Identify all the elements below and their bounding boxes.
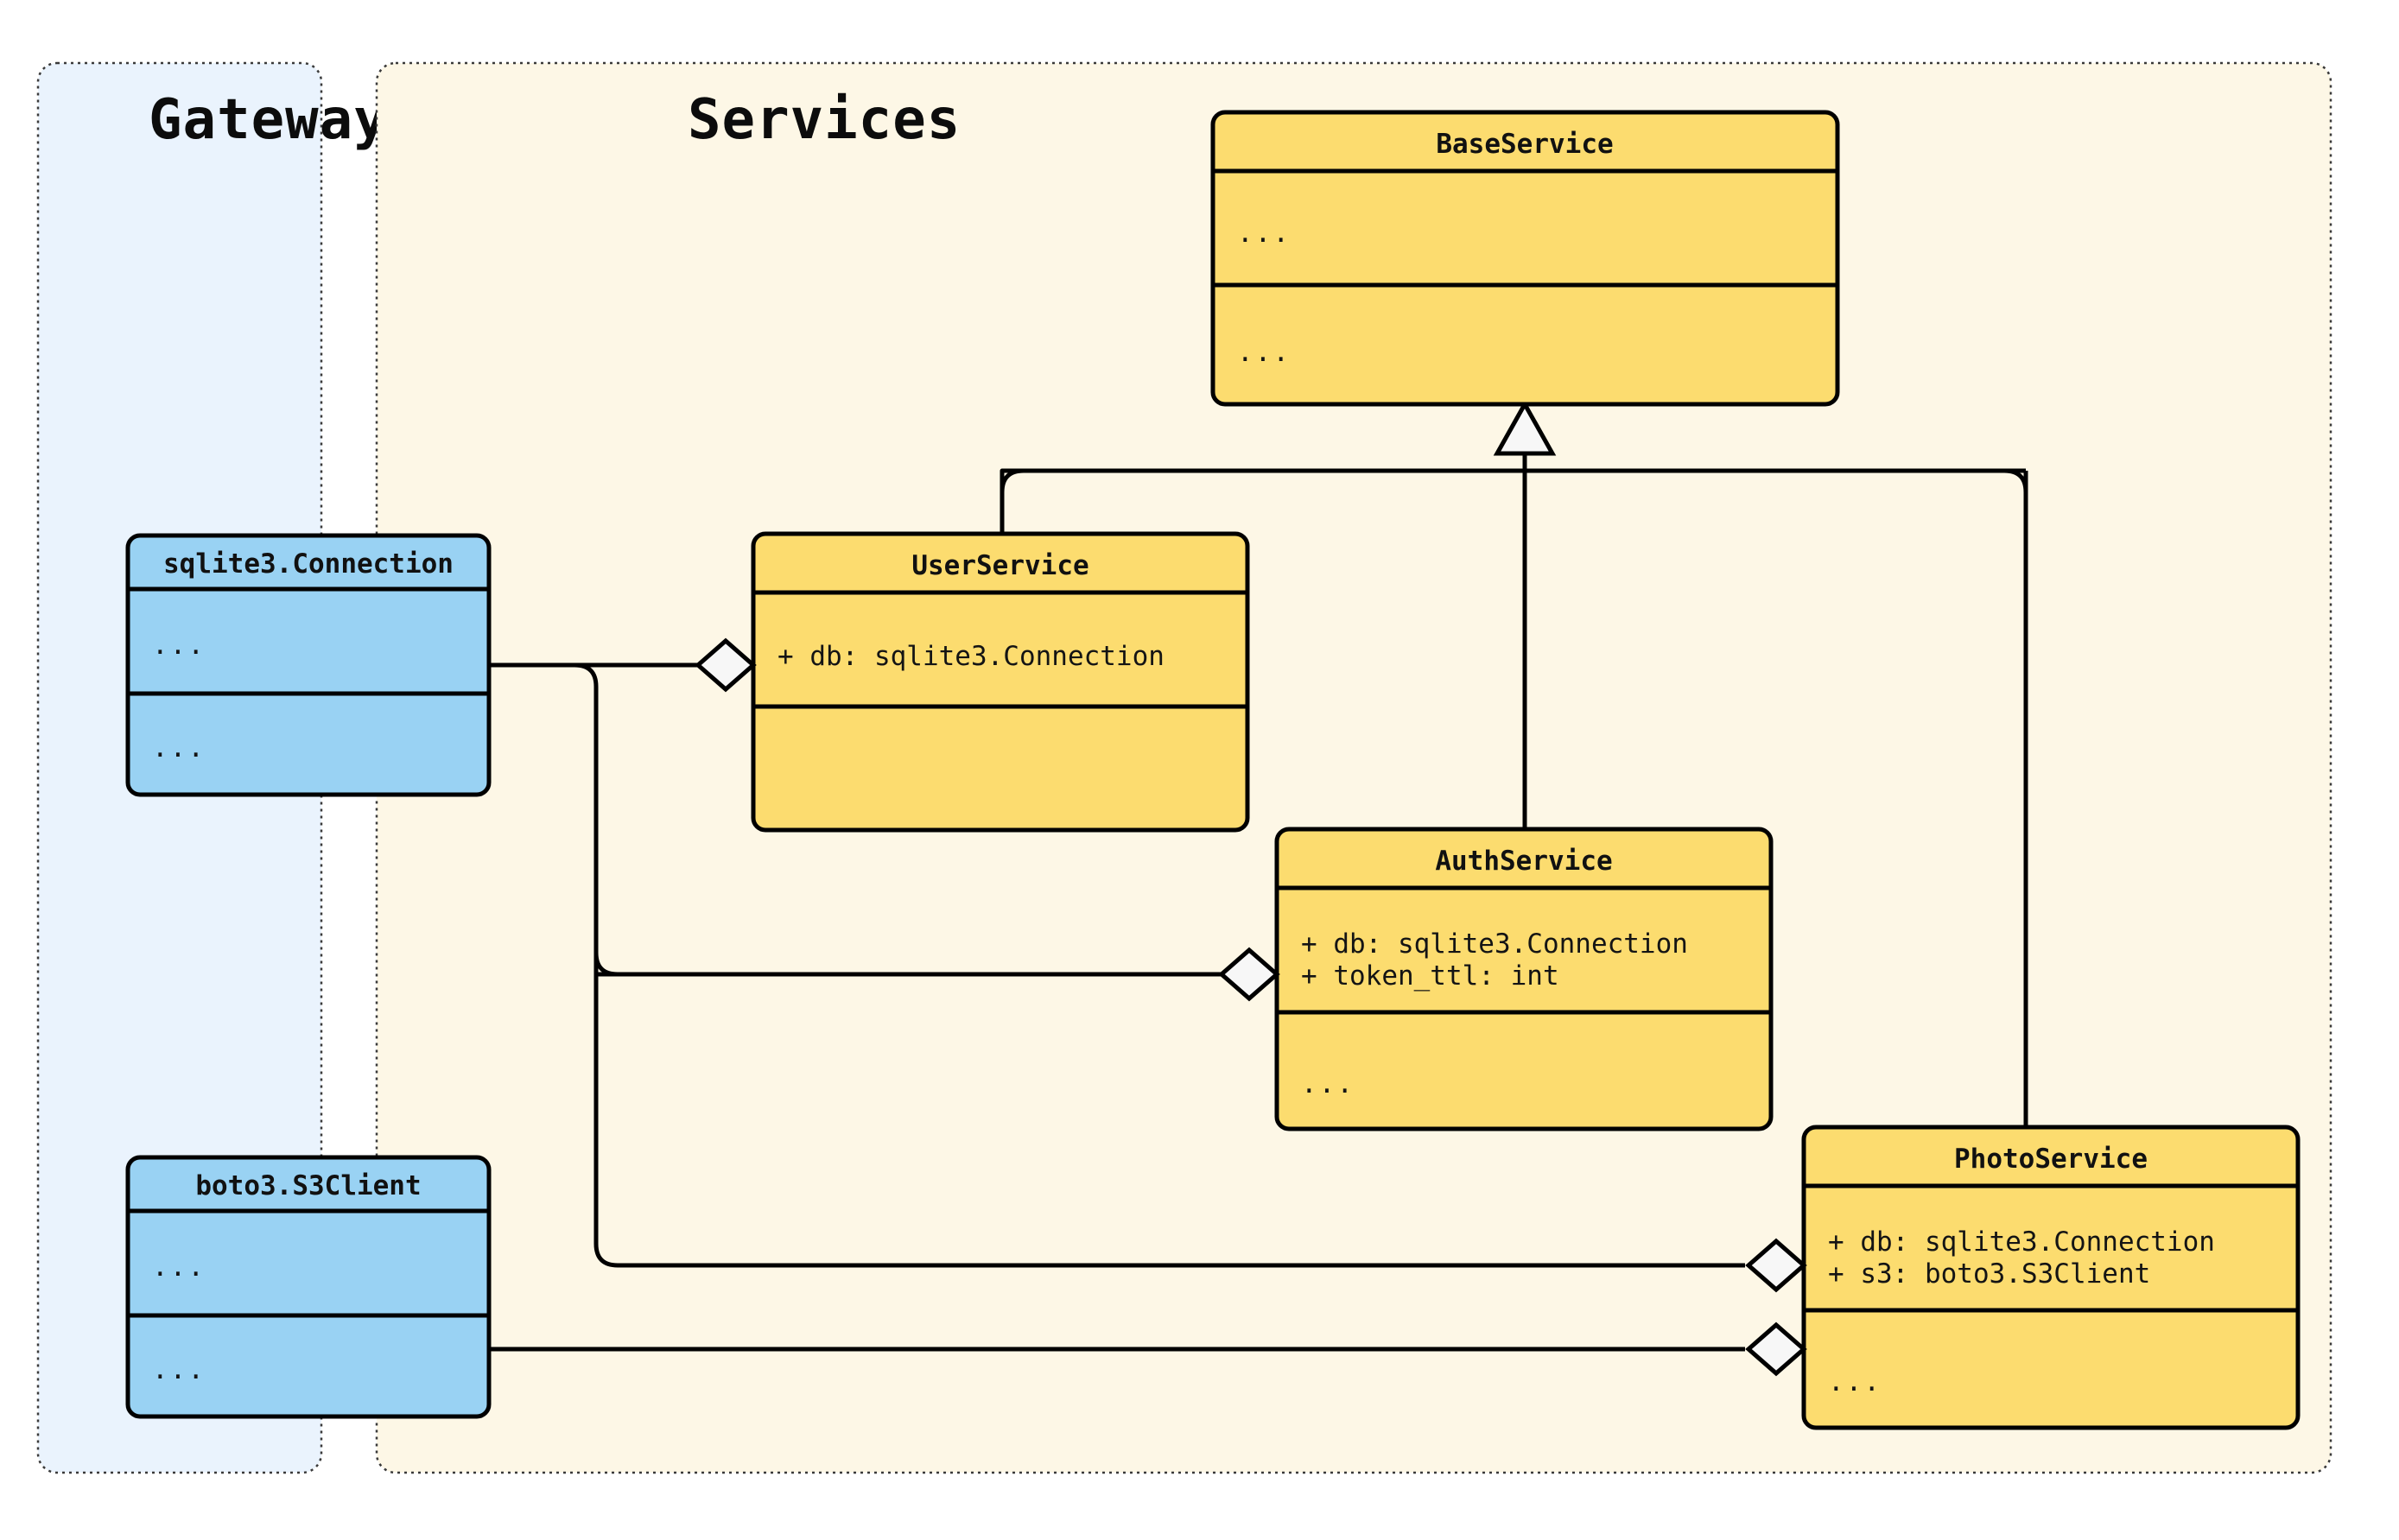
class-userservice-box <box>751 531 1250 833</box>
class-sqlite3-connection-method: ... <box>152 732 206 764</box>
class-userservice-title: UserService <box>911 550 1088 581</box>
class-photoservice-box <box>1801 1125 2301 1430</box>
class-sqlite3-connection[interactable]: sqlite3.Connection ... ... <box>125 533 492 797</box>
class-photoservice-method-0: ... <box>1828 1366 1882 1397</box>
class-photoservice[interactable]: PhotoService + db: sqlite3.Connection + … <box>1801 1125 2301 1430</box>
class-sqlite3-connection-box <box>125 533 492 797</box>
agg-sqlite3-auth-corner <box>593 952 619 977</box>
class-authservice-attribute-0: + db: sqlite3.Connection <box>1301 928 1688 960</box>
class-baseservice-title: BaseService <box>1436 129 1613 160</box>
class-photoservice-title: PhotoService <box>1954 1144 2148 1175</box>
class-userservice[interactable]: UserService + db: sqlite3.Connection <box>751 531 1250 833</box>
class-photoservice-attribute-1: + s3: boto3.S3Client <box>1828 1258 2150 1290</box>
class-sqlite3-connection-title: sqlite3.Connection <box>163 548 454 580</box>
class-baseservice-box <box>1210 110 1840 407</box>
class-boto3-s3client-method: ... <box>152 1354 206 1385</box>
class-baseservice[interactable]: BaseService ... ... <box>1210 110 1840 407</box>
aggregation-diamond-photoservice-db-icon <box>1745 1238 1807 1293</box>
aggregation-diamond-userservice-icon <box>695 637 757 693</box>
class-authservice[interactable]: AuthService + db: sqlite3.Connection + t… <box>1274 827 1774 1131</box>
class-authservice-title: AuthService <box>1435 846 1612 877</box>
class-boto3-s3client-attribute: ... <box>152 1252 206 1283</box>
aggregation-sqlite3-edges <box>489 662 1745 1268</box>
inheritance-bus <box>1000 399 2028 1127</box>
class-authservice-attribute-1: + token_ttl: int <box>1301 960 1559 992</box>
inheritance-corner-left <box>1000 468 1025 493</box>
class-baseservice-method: ... <box>1237 337 1291 368</box>
class-authservice-box <box>1274 827 1774 1131</box>
class-sqlite3-connection-attribute: ... <box>152 630 206 661</box>
inheritance-corner-right <box>2003 468 2028 493</box>
package-gateways-title: Gateways <box>149 88 422 152</box>
package-services[interactable]: Services <box>375 61 2332 1474</box>
inheritance-arrowhead-icon <box>1493 399 1557 456</box>
class-photoservice-attribute-0: + db: sqlite3.Connection <box>1828 1226 2215 1258</box>
class-boto3-s3client-title: boto3.S3Client <box>195 1170 421 1201</box>
class-boto3-s3client-box <box>125 1155 492 1419</box>
package-services-title: Services <box>688 88 961 152</box>
aggregation-diamond-photoservice-s3-icon <box>1745 1321 1807 1377</box>
class-baseservice-attribute: ... <box>1237 218 1291 249</box>
class-userservice-attribute-0: + db: sqlite3.Connection <box>777 641 1165 672</box>
aggregation-markers <box>695 637 1807 1377</box>
class-boto3-s3client[interactable]: boto3.S3Client ... ... <box>125 1155 492 1419</box>
class-authservice-method-0: ... <box>1301 1068 1355 1100</box>
aggregation-diamond-authservice-icon <box>1218 947 1280 1002</box>
